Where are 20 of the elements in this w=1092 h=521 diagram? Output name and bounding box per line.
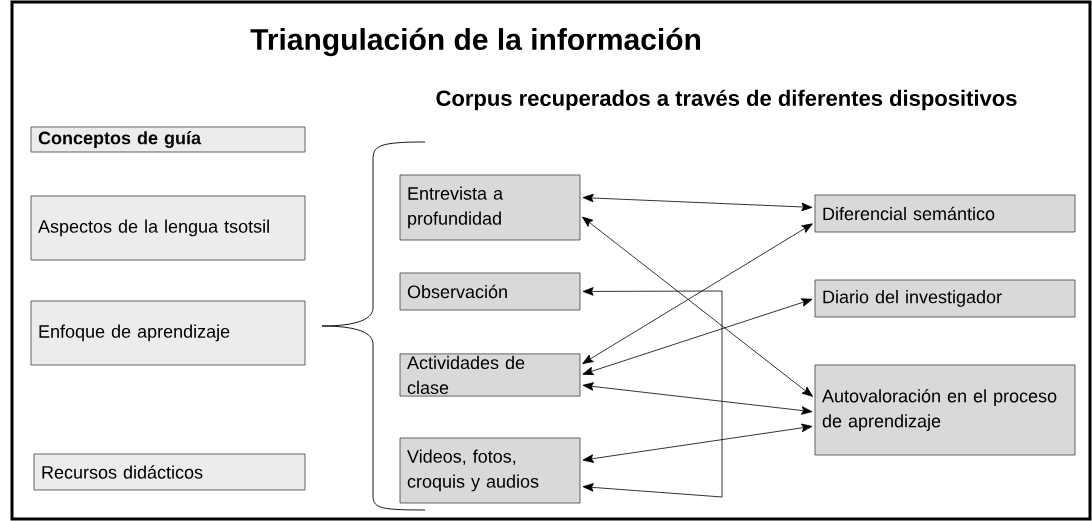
text-box: Enfoque de aprendizaje (30, 300, 306, 366)
arrow (582, 382, 813, 415)
text-box: Entrevista a profundidad (399, 174, 581, 241)
text-box: Conceptos de guía (30, 126, 306, 153)
text-box: Actividades de clase (399, 353, 581, 397)
text-box: Diferencial semántico (814, 194, 1076, 233)
subtitle: Corpus recuperados a través de diferentes dispositivos (436, 89, 1017, 111)
arrow (582, 223, 813, 364)
text-box: Aspectos de la lengua tsotsil (30, 195, 306, 261)
text-box: Observación (399, 272, 581, 311)
arrow (582, 287, 723, 498)
text-box: Diario del investigador (814, 279, 1076, 318)
text-box: Autovaloración en el proceso de aprendizaje (814, 364, 1076, 456)
arrow (582, 216, 813, 397)
arrow (582, 298, 813, 376)
text-box: Recursos didácticos (33, 453, 306, 491)
arrow (582, 193, 813, 212)
title: Triangulación de la información (250, 27, 701, 57)
arrow (582, 423, 813, 463)
text-box: Videos, fotos, croquis y audios (399, 437, 581, 504)
